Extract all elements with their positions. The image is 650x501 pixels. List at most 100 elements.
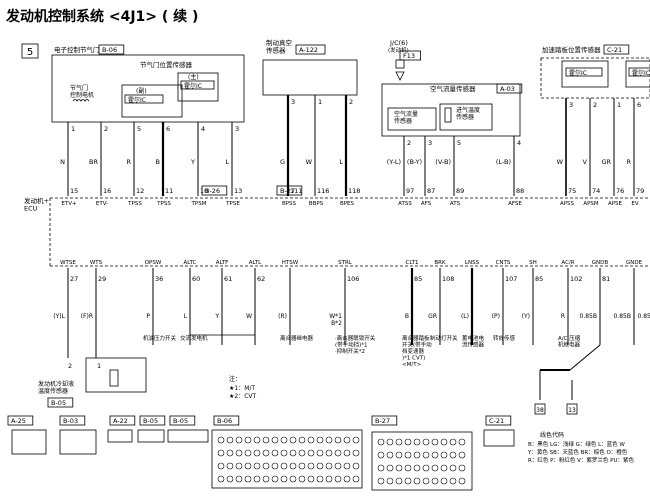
bottom-connector-7-tag [371, 415, 398, 426]
bottom-terminal-4: 60 [192, 275, 200, 283]
accel-ic-label-2: 霍尔IC [632, 69, 650, 77]
pin-b06 [325, 449, 333, 457]
accel-connector-tag [603, 44, 630, 55]
pin-b06 [325, 475, 333, 483]
top-terminal-15: 74 [592, 187, 600, 195]
pin-b06 [298, 436, 306, 444]
top-wire-color-8: W [306, 158, 313, 166]
throttle-body-label: 电子控制节气门 [54, 45, 100, 54]
pin-b27 [422, 464, 430, 472]
pin-b06 [271, 462, 279, 470]
coolant-thermistor [109, 369, 119, 387]
pin-b06 [334, 449, 342, 457]
accel-main-box [625, 60, 650, 88]
pin-b27 [413, 477, 421, 485]
ecu-top-connector-2-tag [276, 185, 303, 196]
bottom-terminal-10: 108 [442, 275, 454, 283]
pin-b06 [244, 449, 252, 457]
bottom-terminal-2: 29 [98, 275, 106, 283]
top-wire-color-13: (L-B) [496, 158, 511, 166]
pin-b06 [343, 475, 351, 483]
bottom-wire-color-5: Y [214, 313, 219, 320]
bottom-connector-3: A-22 [113, 417, 128, 425]
pin-b27 [377, 451, 385, 459]
bottom-signal-15: GNDB [592, 260, 609, 266]
bottom-dest-9: <M/T> [402, 362, 422, 368]
bottom-connector-2-tag [59, 415, 86, 426]
pin-b27 [386, 464, 394, 472]
brake-connector: A-122 [299, 46, 318, 54]
pin-b06 [262, 462, 270, 470]
top-wire-color-16: GR [601, 158, 611, 166]
throttle-motor-label: 节气门 [70, 84, 88, 92]
bottom-wire-color-15: 0.85B [580, 313, 597, 320]
accel-ic-label-1: 霍尔IC [569, 69, 587, 77]
pin-b27 [458, 464, 466, 472]
main-box-label: (主) [188, 73, 199, 81]
bottom-wire-color-3: P [146, 313, 150, 320]
top-terminal-13: 88 [516, 187, 524, 195]
top-terminal-14: 75 [568, 187, 576, 195]
coolant-connector: B-05 [51, 399, 66, 407]
conn-a25-body [11, 429, 47, 455]
top-terminal-17: 79 [636, 187, 644, 195]
pin-b06 [244, 475, 252, 483]
pin-b27 [413, 438, 421, 446]
pin-b06 [235, 436, 243, 444]
top-pin-9: 2 [349, 98, 353, 106]
pin-b27 [377, 477, 385, 485]
bottom-connector-1: A-25 [11, 417, 26, 425]
ecu-top-connector-1-tag [201, 185, 228, 196]
top-terminal-12: 89 [456, 187, 464, 195]
air-flow-sensor-box [381, 83, 521, 137]
top-terminal-16: 76 [616, 187, 624, 195]
bottom-signal-5: ALTF [216, 260, 229, 266]
brake-vacuum-label: 传感器 [266, 46, 286, 55]
bottom-dest-9: 开关(带手动 [402, 341, 432, 349]
pin-b06 [352, 449, 360, 457]
bottom-signal-12: CNTS [496, 260, 511, 266]
bottom-dest-9: 离合器踏板 [402, 334, 430, 342]
air-flow-sensor-label: 空气流量传感器 [430, 84, 476, 93]
bottom-wire-color-16: 0.85B [614, 313, 631, 320]
ecu-top-connector-2: B-27 [280, 187, 295, 195]
jc-connector-tag [399, 50, 422, 61]
pin-b06 [343, 436, 351, 444]
diode-symbol [395, 71, 405, 81]
top-terminal-11: 87 [427, 187, 435, 195]
bottom-dest-7: 离合器继电器 [280, 334, 314, 342]
pin-b06 [289, 475, 297, 483]
pin-b27 [431, 438, 439, 446]
top-terminal-6: 13 [234, 187, 242, 195]
top-terminal-4: 11 [165, 187, 173, 195]
bottom-signal-16: GNDE [626, 260, 643, 266]
legend-row-3: R：红色 P：粉红色 V：紫罗兰色 PU：紫色 [528, 456, 634, 464]
pin-b27 [413, 464, 421, 472]
pin-b06 [235, 449, 243, 457]
conn-a22-body [107, 429, 133, 443]
top-terminal-8: 116 [317, 187, 329, 195]
legend-title: 线色代码 [540, 431, 564, 439]
throttle-motor-label: 控制电机 [70, 91, 94, 99]
pin-b06 [307, 436, 315, 444]
pin-b06 [298, 462, 306, 470]
pin-b06 [343, 449, 351, 457]
pin-b27 [395, 477, 403, 485]
ground-label-2: 13 [568, 407, 576, 414]
legend-row-1: B：黑色 LG：浅绿 G：绿色 L：蓝色 W [528, 440, 625, 448]
bottom-wire-color-6: W [246, 313, 252, 320]
pin-b06 [298, 475, 306, 483]
pin-b27 [395, 438, 403, 446]
top-wire-color-10: (Y-L) [387, 158, 401, 166]
top-pin-1: 1 [71, 125, 75, 133]
pin-b06 [307, 462, 315, 470]
jc-sub-label: (发动机) [388, 46, 409, 54]
page-title: 发动机控制系统 <4J1> ( 续 ) [6, 9, 199, 25]
top-terminal-2: 16 [103, 187, 111, 195]
ecu-top-connector-1: B-26 [205, 187, 220, 195]
pin-b06 [226, 475, 234, 483]
af-inner-label: 传感器 [394, 117, 412, 125]
pin-b27 [395, 464, 403, 472]
